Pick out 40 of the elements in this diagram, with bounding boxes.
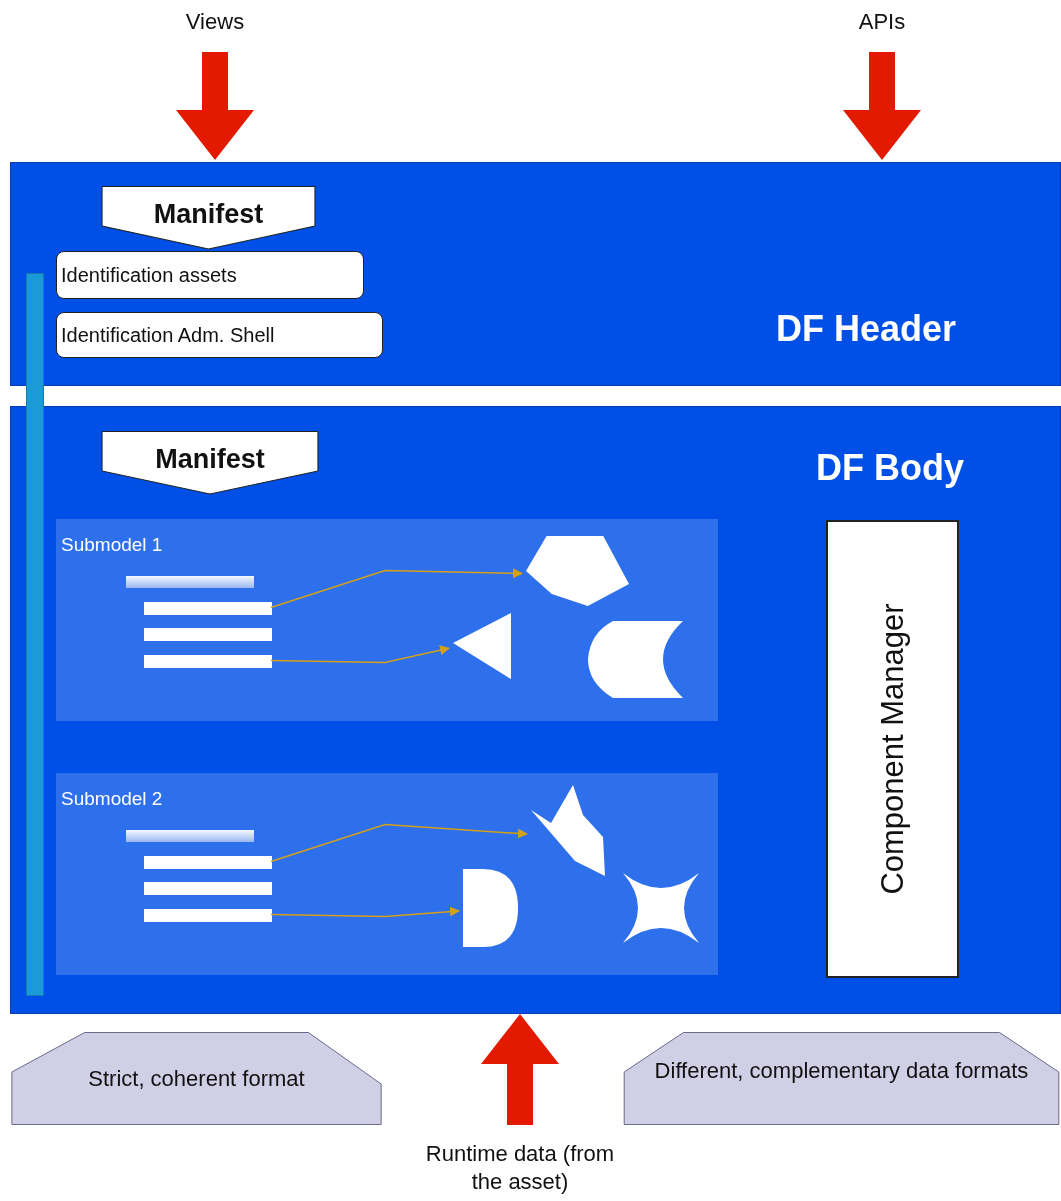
layer-band	[10, 406, 1061, 1014]
text-line-bar	[144, 882, 272, 895]
text-line-bar	[144, 602, 272, 615]
arrow	[270, 645, 450, 664]
hexagon-shape	[526, 536, 629, 606]
section-heading: DF Body	[816, 447, 964, 489]
text-line-bar	[144, 909, 272, 922]
arrow	[843, 52, 921, 160]
vertical-bar	[26, 273, 44, 996]
arrow	[176, 52, 254, 160]
heading-bar	[126, 830, 254, 842]
arrow-caption: Views	[170, 8, 260, 42]
star-shape	[623, 873, 699, 943]
submodel-panel	[56, 519, 718, 721]
arrow	[270, 823, 528, 863]
section-heading: DF Header	[776, 308, 957, 350]
text-line-bar	[144, 655, 272, 668]
text-line-bar	[144, 628, 272, 641]
arrow	[270, 906, 460, 918]
polygon-shape	[531, 785, 605, 876]
id-field: Identification Adm. Shell	[56, 312, 383, 358]
format-tag: Strict, coherent format	[10, 1032, 383, 1125]
format-tag: Different, complementary data formats	[622, 1032, 1061, 1125]
manifest-banner: Manifest	[101, 431, 319, 495]
panel-title: Submodel 2	[61, 788, 163, 810]
arrow	[270, 568, 523, 609]
submodel-panel	[56, 773, 718, 975]
component-box: Component Manager	[826, 520, 959, 978]
id-field: Identification assets	[56, 251, 364, 299]
arrow	[481, 1014, 559, 1125]
layer-band	[10, 162, 1061, 386]
heading-bar	[126, 576, 254, 588]
text-line-bar	[144, 856, 272, 869]
arrow-caption: Runtime data (from the asset)	[420, 1140, 620, 1200]
arrow-caption: APIs	[840, 8, 924, 42]
crescent-shape	[588, 621, 683, 698]
semicircle-shape	[463, 869, 518, 947]
triangle-shape	[453, 613, 511, 679]
manifest-banner: Manifest	[101, 186, 316, 250]
panel-title: Submodel 1	[61, 534, 163, 556]
